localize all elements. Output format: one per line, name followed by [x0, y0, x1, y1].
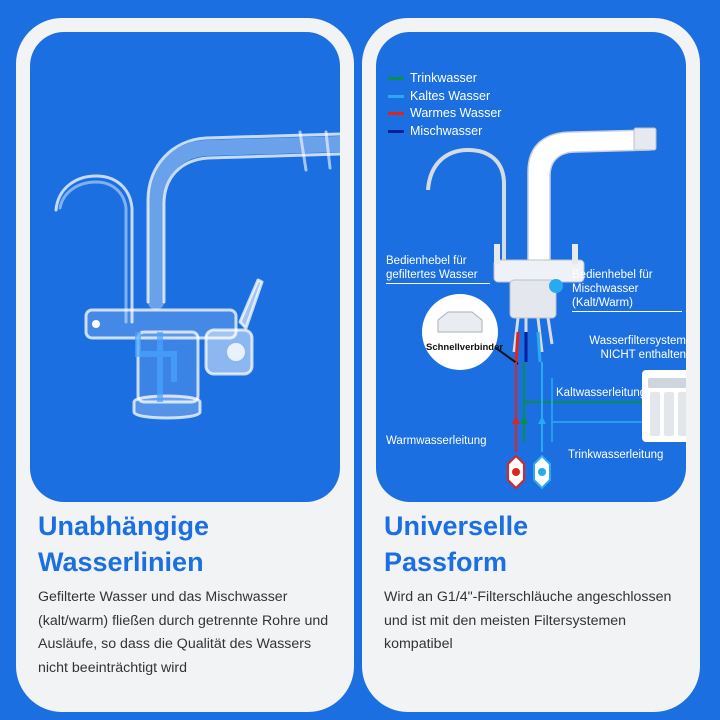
legend-item-drinking-water: Trinkwasser	[388, 70, 501, 88]
feature-card-universal-fit: Trinkwasser Kaltes Wasser Warmes Wasser …	[362, 18, 700, 712]
installation-diagram: Trinkwasser Kaltes Wasser Warmes Wasser …	[376, 32, 686, 502]
faucet-xray-image	[30, 32, 340, 502]
callout-filter-system: Wasserfiltersystem NICHT enthalten	[589, 335, 686, 361]
legend-item-mixed-water: Mischwasser	[388, 123, 501, 141]
legend-swatch-darkblue	[388, 129, 404, 133]
color-legend: Trinkwasser Kaltes Wasser Warmes Wasser …	[388, 70, 501, 140]
callout-cold-line: Kaltwasserleitung	[556, 387, 647, 399]
legend-item-cold-water: Kaltes Wasser	[388, 88, 501, 106]
legend-item-warm-water: Warmes Wasser	[388, 105, 501, 123]
callout-quick-connector: Schnellverbinder	[426, 342, 504, 353]
legend-swatch-green	[388, 77, 404, 81]
callout-warm-line: Warmwasserleitung	[386, 435, 487, 447]
feature-title: Unabhängige Wasserlinien	[38, 511, 210, 577]
feature-title: Universelle Passform	[384, 511, 529, 577]
legend-swatch-lightblue	[388, 94, 404, 98]
legend-swatch-red	[388, 112, 404, 116]
feature-description: Gefilterte Wasser und das Mischwasser (k…	[38, 589, 329, 676]
faucet-installation-illustration	[422, 127, 686, 490]
callout-mixed-lever: Bedienhebel für Mischwasser (Kalt/Warm)	[572, 268, 682, 312]
feature-card-independent-lines: Unabhängige Wasserlinien Gefilterte Wass…	[16, 18, 354, 712]
feature-description: Wird an G1/4"-Filterschläuche angeschlos…	[384, 589, 672, 652]
callout-filtered-lever: Bedienhebel für gefiltertes Wasser	[386, 254, 490, 284]
callout-drinking-line: Trinkwasserleitung	[568, 449, 664, 461]
transparent-faucet-illustration	[54, 130, 340, 420]
